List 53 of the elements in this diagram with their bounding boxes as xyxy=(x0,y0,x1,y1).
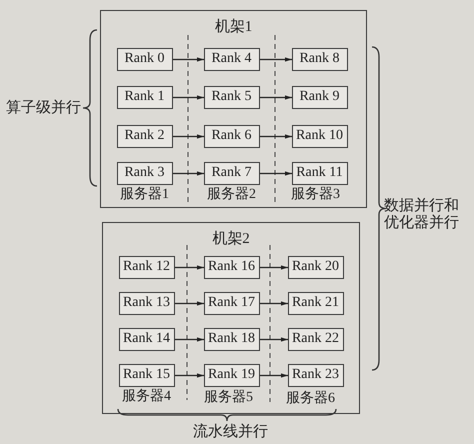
server-label: 服务器3 xyxy=(291,187,340,204)
arrow xyxy=(260,171,292,176)
rank-box: Rank 14 xyxy=(118,328,174,350)
arrow xyxy=(260,134,292,139)
server-label: 服务器1 xyxy=(120,187,169,204)
rank-box: Rank 18 xyxy=(204,328,260,350)
arrow xyxy=(173,57,204,62)
arrow xyxy=(175,373,204,378)
rack-box xyxy=(102,222,360,414)
rank-box: Rank 13 xyxy=(118,292,174,314)
rank-box: Rank 21 xyxy=(288,292,344,314)
arrow xyxy=(173,95,204,100)
rank-box: Rank 23 xyxy=(288,364,344,386)
server-label: 服务器6 xyxy=(286,391,335,408)
server-label: 服务器2 xyxy=(207,187,256,204)
arrow xyxy=(173,171,204,176)
pipeline-label: 流水线并行 xyxy=(193,424,268,442)
rank-box: Rank 19 xyxy=(204,364,260,386)
rack-title: 机架2 xyxy=(212,230,250,248)
rank-box: Rank 5 xyxy=(204,86,260,108)
rank-box: Rank 15 xyxy=(118,364,174,386)
rank-box: Rank 6 xyxy=(204,124,260,148)
server-label: 服务器4 xyxy=(122,389,171,406)
rank-box: Rank 22 xyxy=(288,328,344,350)
rank-box: Rank 0 xyxy=(116,48,172,70)
rank-box: Rank 17 xyxy=(204,292,260,314)
rank-box: Rank 7 xyxy=(204,162,260,184)
rank-box: Rank 4 xyxy=(204,48,260,70)
arrow xyxy=(260,373,288,378)
rank-box: Rank 1 xyxy=(116,86,172,108)
rank-box: Rank 8 xyxy=(292,48,348,70)
arrow xyxy=(175,265,204,270)
rack-title: 机架1 xyxy=(214,18,252,36)
rank-box: Rank 11 xyxy=(292,162,348,184)
rank-box: Rank 10 xyxy=(292,124,348,148)
rank-box: Rank 20 xyxy=(288,256,344,278)
arrow xyxy=(260,95,292,100)
server-label: 服务器5 xyxy=(204,390,253,406)
arrow xyxy=(175,301,204,306)
op-level-label: 算子级并行 xyxy=(6,100,81,118)
rank-box: Rank 3 xyxy=(116,162,172,184)
rank-box: Rank 12 xyxy=(118,256,174,278)
data-parallel-label: 数据并行和优化器并行 xyxy=(384,198,460,232)
rank-box: Rank 16 xyxy=(204,256,260,278)
arrow xyxy=(260,265,288,270)
arrow xyxy=(260,301,288,306)
arrow xyxy=(260,337,288,342)
arrow xyxy=(173,134,204,139)
rack-box xyxy=(100,10,367,208)
rank-box: Rank 9 xyxy=(292,86,348,108)
arrow xyxy=(260,57,292,62)
arrow xyxy=(175,337,204,342)
rank-box: Rank 2 xyxy=(116,124,172,148)
